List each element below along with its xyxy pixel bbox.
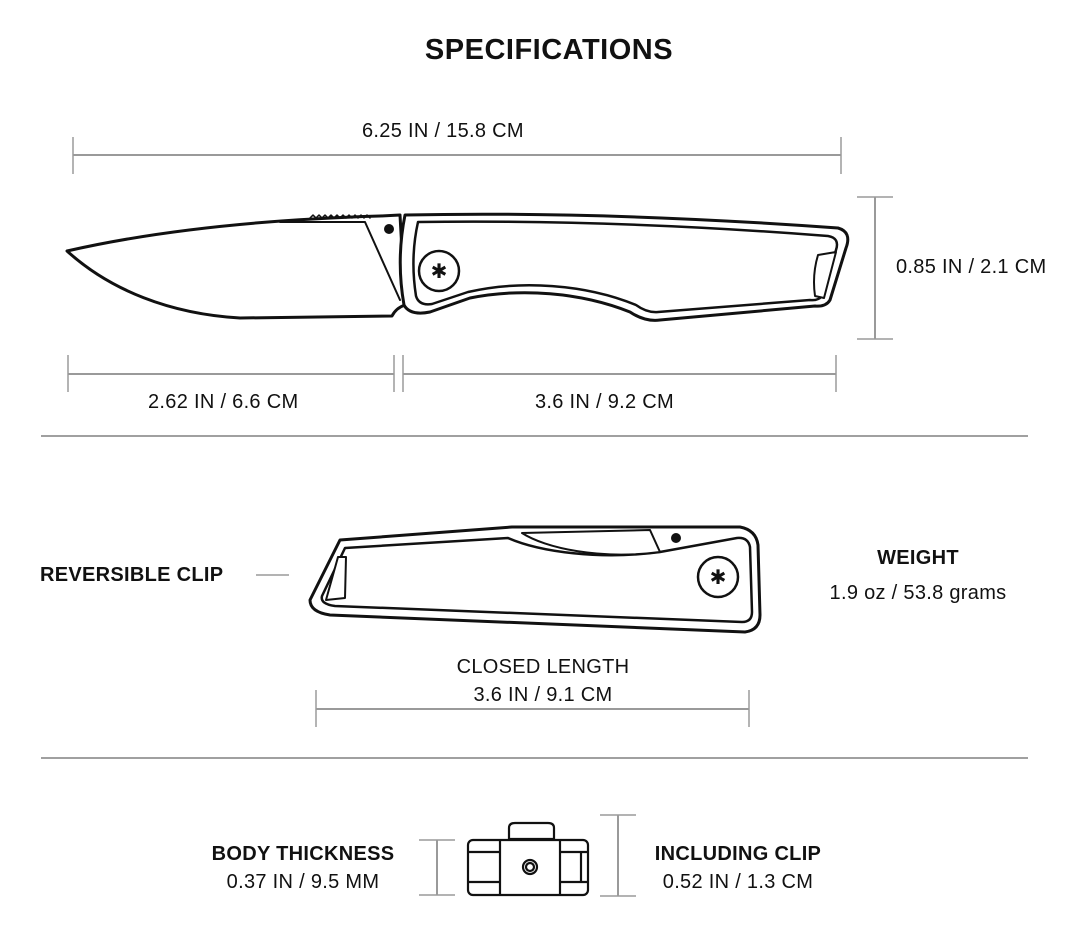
weight-label: WEIGHT	[877, 547, 959, 569]
blade-length-label: 2.62 IN / 6.6 CM	[148, 391, 299, 413]
height-label: 0.85 IN / 2.1 CM	[896, 256, 1047, 278]
handle-length-label: 3.6 IN / 9.2 CM	[535, 391, 674, 413]
overall-length-label: 6.25 IN / 15.8 CM	[362, 120, 524, 142]
weight-value: 1.9 oz / 53.8 grams	[829, 582, 1007, 604]
including-clip-value: 0.52 IN / 1.3 CM	[662, 871, 814, 893]
body-thickness-value: 0.37 IN / 9.5 MM	[226, 871, 380, 893]
torx-screw-icon: ✱	[710, 565, 727, 589]
including-clip-label: INCLUDING CLIP	[654, 843, 822, 865]
page-title: SPECIFICATIONS	[424, 34, 674, 66]
closed-length-value: 3.6 IN / 9.1 CM	[473, 684, 613, 706]
body-thickness-label: BODY THICKNESS	[211, 843, 395, 865]
reversible-clip-label: REVERSIBLE CLIP	[40, 564, 224, 586]
torx-screw-icon: ✱	[431, 259, 448, 283]
closed-length-label: CLOSED LENGTH	[456, 656, 630, 678]
